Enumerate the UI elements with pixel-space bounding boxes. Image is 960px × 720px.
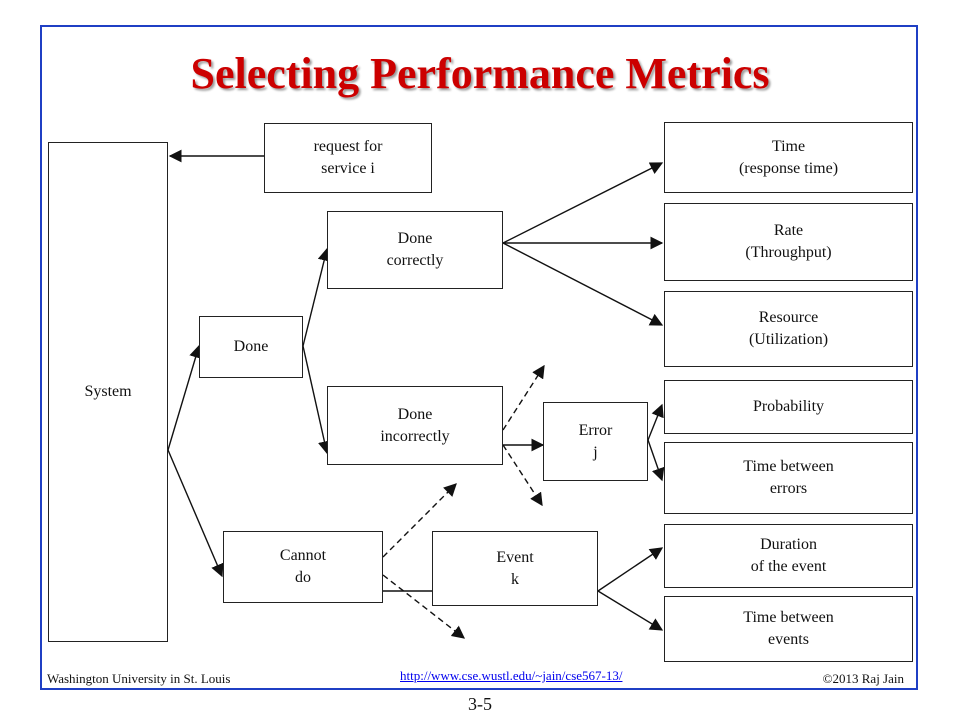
- arrow-correct-to-time: [502, 162, 664, 244]
- slide-frame: [40, 25, 918, 690]
- footer-copyright: ©2013 Raj Jain: [822, 671, 904, 686]
- arrow-correct-to-resource: [502, 242, 664, 326]
- time-between-errors-box: Time between errors: [664, 442, 913, 514]
- done-incorrectly-box: Done incorrectly: [327, 386, 503, 465]
- footer-link[interactable]: http://www.cse.wustl.edu/~jain/cse567-13…: [400, 668, 623, 683]
- footer-institution: Washington University in St. Louis: [47, 671, 231, 686]
- arrow-system-to-done: [167, 344, 202, 451]
- done-correctly-box: Done correctly: [327, 211, 503, 289]
- arrow-done-to-incorrect: [302, 345, 331, 455]
- dashed-arrow-incorrect-up: [502, 364, 545, 431]
- request-box: request for service i: [264, 123, 432, 193]
- dashed-arrow-incorrect-down: [502, 444, 543, 507]
- system-box: System: [48, 142, 168, 642]
- time-response-box: Time (response time): [664, 122, 913, 193]
- done-box: Done: [199, 316, 303, 378]
- arrow-error-to-tbe: [647, 439, 665, 482]
- arrow-event-to-duration: [597, 547, 664, 592]
- error-box: Error j: [543, 402, 648, 481]
- arrow-error-to-probability: [647, 403, 664, 441]
- slide-title: Selecting Performance Metrics: [190, 49, 770, 98]
- arrow-event-to-tbevents: [597, 590, 664, 631]
- event-box: Event k: [432, 531, 598, 606]
- arrow-system-to-cannot: [167, 449, 224, 578]
- rate-throughput-box: Rate (Throughput): [664, 203, 913, 281]
- resource-utilization-box: Resource (Utilization): [664, 291, 913, 367]
- dashed-arrow-cannot-up: [382, 483, 457, 558]
- time-between-events-box: Time between events: [664, 596, 913, 662]
- page-number: 3-5: [468, 694, 492, 714]
- dashed-arrow-cannot-down: [382, 574, 466, 639]
- arrow-done-to-correct: [302, 247, 331, 347]
- probability-box: Probability: [664, 380, 913, 434]
- cannot-do-box: Cannot do: [223, 531, 383, 603]
- duration-box: Duration of the event: [664, 524, 913, 588]
